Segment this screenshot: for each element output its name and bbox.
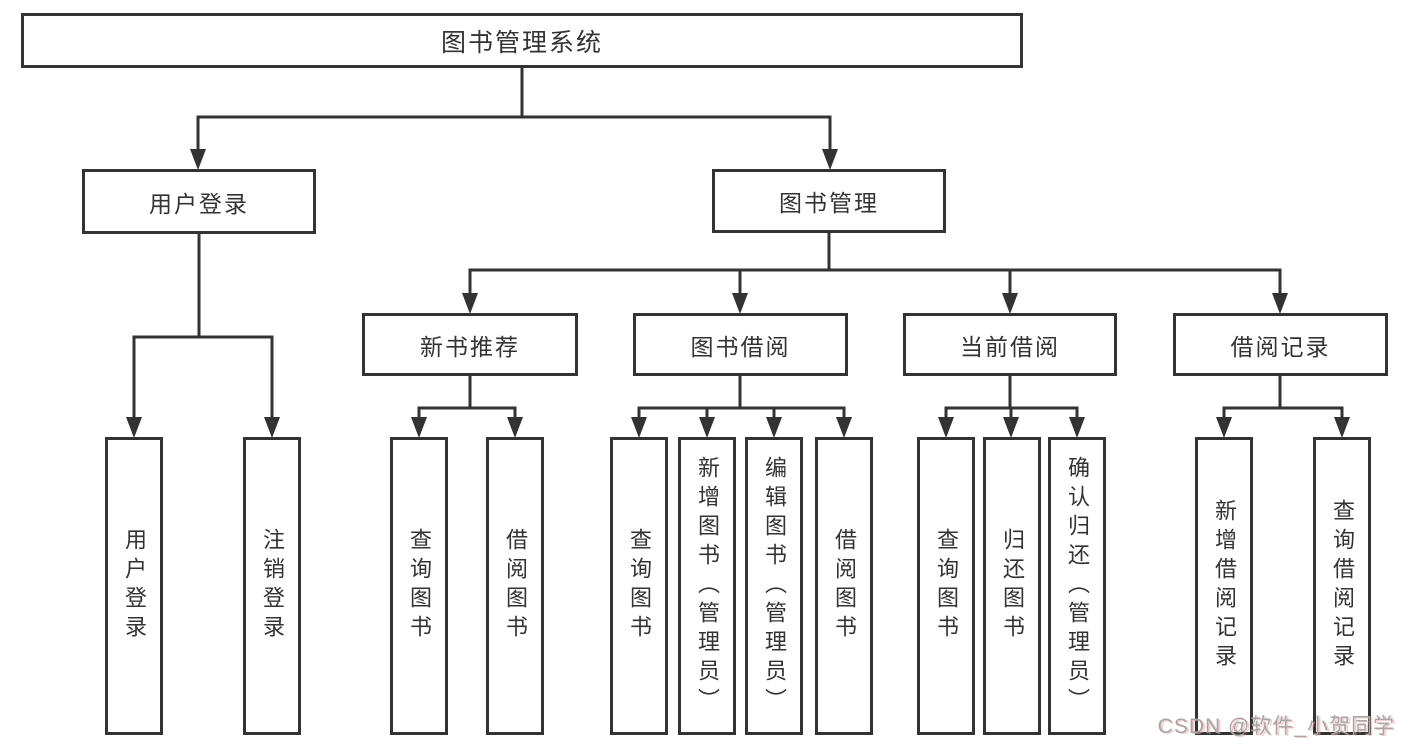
leaf-label: 新增借阅记录 [1212, 499, 1237, 673]
leaf-user-login: 用户登录 [105, 437, 163, 735]
node-book-borrowing: 图书借阅 [633, 313, 848, 376]
leaf-confirm-return-admin: 确认归还（管理员） [1048, 437, 1106, 735]
leaf-borrow-books-borrowing: 借阅图书 [815, 437, 873, 735]
leaf-label: 查询图书 [934, 528, 959, 644]
node-user-login: 用户登录 [82, 169, 316, 234]
leaf-query-borrow-record: 查询借阅记录 [1313, 437, 1371, 735]
leaf-label: 归还图书 [1000, 528, 1025, 644]
leaf-label: 查询借阅记录 [1330, 499, 1355, 673]
connector-user-login-to-leaves [126, 234, 280, 438]
node-label: 图书借阅 [690, 333, 791, 360]
connector-book-borrowing-to-leaves [631, 376, 852, 438]
leaf-borrow-books-recommend: 借阅图书 [486, 437, 544, 735]
node-current-borrowing: 当前借阅 [903, 313, 1117, 376]
node-book-management: 图书管理 [712, 169, 946, 233]
node-label: 图书管理系统 [440, 28, 603, 57]
node-label: 新书推荐 [420, 333, 520, 360]
node-label: 当前借阅 [960, 333, 1060, 360]
leaf-query-books-borrowing: 查询图书 [610, 437, 668, 735]
leaf-logout: 注销登录 [243, 437, 301, 735]
leaf-label: 查询图书 [407, 528, 432, 644]
leaf-add-borrow-record: 新增借阅记录 [1195, 437, 1253, 735]
node-borrowing-records: 借阅记录 [1173, 313, 1388, 376]
leaf-label: 用户登录 [122, 528, 147, 644]
leaf-label: 借阅图书 [503, 528, 528, 644]
leaf-add-book-admin: 新增图书（管理员） [678, 437, 736, 735]
connector-root-to-level2 [190, 68, 838, 170]
leaf-edit-book-admin: 编辑图书（管理员） [745, 437, 803, 735]
leaf-label: 注销登录 [260, 528, 285, 644]
node-label: 图书管理 [779, 190, 879, 216]
node-new-book-recommendation: 新书推荐 [362, 313, 578, 376]
node-library-management-system: 图书管理系统 [21, 13, 1023, 68]
leaf-label: 借阅图书 [832, 528, 857, 644]
leaf-query-books-current: 查询图书 [917, 437, 975, 735]
leaf-return-book: 归还图书 [983, 437, 1041, 735]
connector-borrowing-records-to-leaves [1216, 376, 1350, 438]
csdn-watermark: CSDN @软件_小贺同学 [1157, 715, 1395, 738]
leaf-label: 编辑图书（管理员） [762, 455, 787, 717]
leaf-label: 确认归还（管理员） [1065, 455, 1090, 717]
connector-current-borrowing-to-leaves [938, 376, 1085, 438]
leaf-query-books-recommend: 查询图书 [390, 437, 448, 735]
connector-new-book-recommendation-to-leaves [411, 376, 523, 438]
node-label: 借阅记录 [1230, 333, 1331, 360]
leaf-label: 新增图书（管理员） [695, 455, 720, 717]
connector-book-management-to-level3 [462, 233, 1288, 314]
node-label: 用户登录 [149, 190, 249, 217]
leaf-label: 查询图书 [627, 528, 652, 644]
